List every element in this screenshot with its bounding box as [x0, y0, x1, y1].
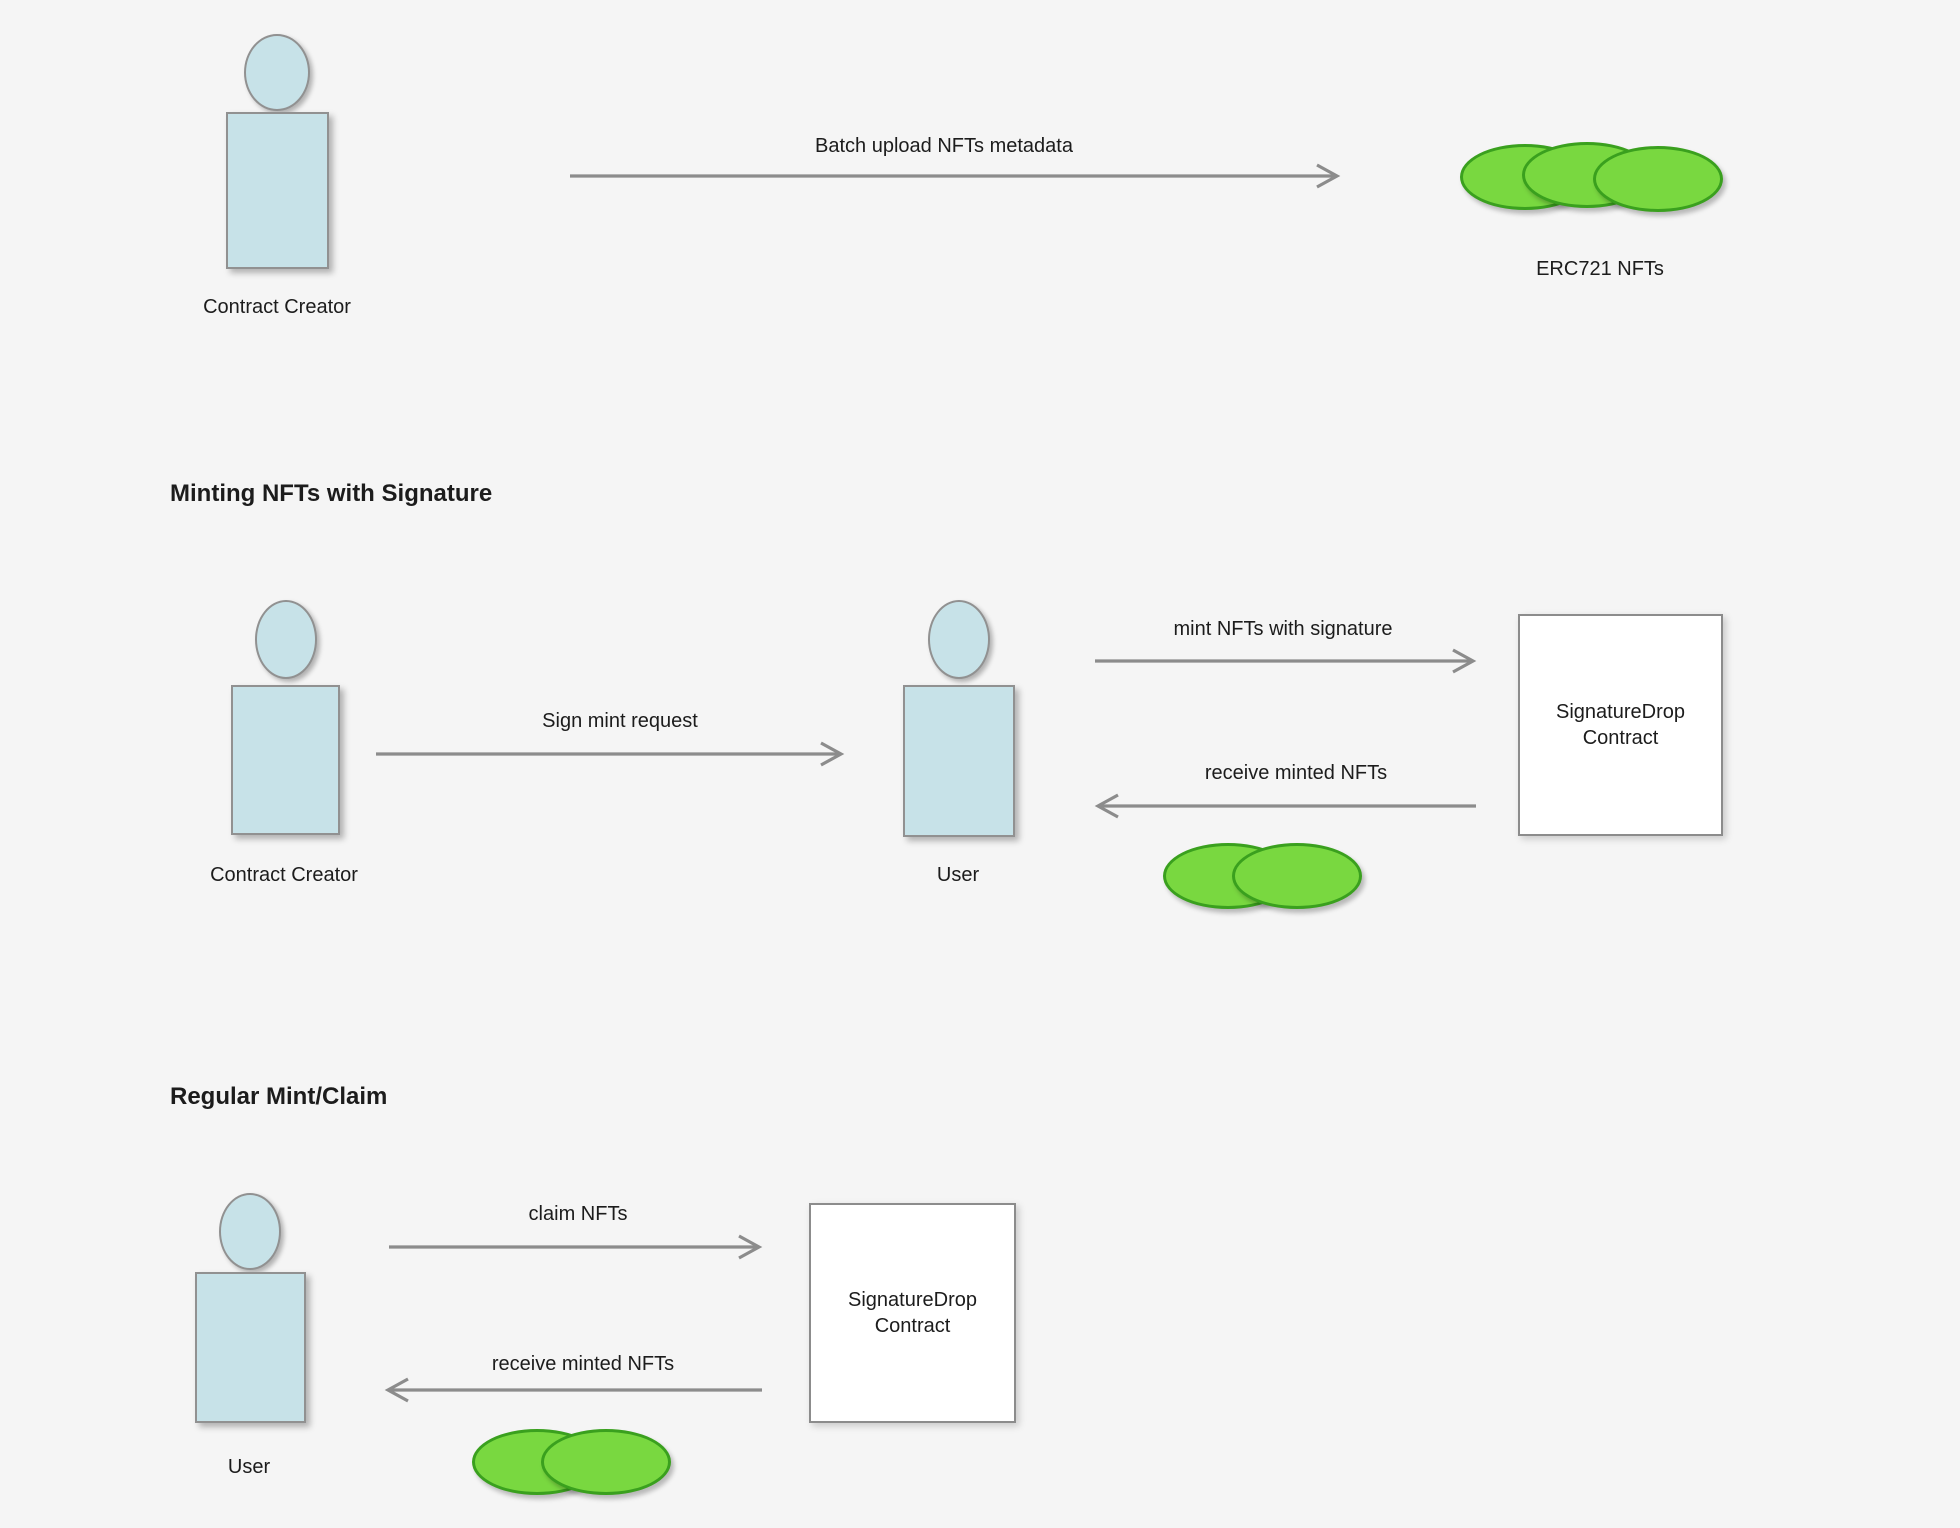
mint-nfts-signature-label: mint NFTs with signature	[1173, 618, 1393, 640]
signaturedrop-contract-box: SignatureDrop Contract	[1518, 614, 1723, 836]
nft-token-icon	[1232, 843, 1362, 909]
receive-minted-nfts-arrow	[1094, 790, 1477, 827]
signaturedrop-contract-label: SignatureDrop Contract	[848, 1289, 977, 1337]
signature-mint-title: Minting NFTs with Signature	[170, 480, 493, 507]
person-body-icon	[226, 112, 329, 269]
receive-minted-nfts-arrow	[384, 1374, 763, 1411]
regular-mint-title: Regular Mint/Claim	[170, 1083, 388, 1110]
batch-upload-arrow	[569, 160, 1341, 197]
nft-token-icon	[1593, 146, 1723, 212]
receive-minted-nfts-label: receive minted NFTs	[491, 1353, 675, 1375]
batch-upload-arrow-label: Batch upload NFTs metadata	[815, 135, 1073, 157]
claim-nfts-label: claim NFTs	[528, 1203, 628, 1225]
nft-token-icon	[541, 1429, 671, 1495]
contract-creator-label: Contract Creator	[203, 296, 351, 318]
contract-creator-label: Contract Creator	[210, 864, 358, 886]
person-head-icon	[928, 600, 990, 679]
mint-nfts-signature-arrow	[1094, 645, 1477, 682]
person-body-icon	[231, 685, 340, 835]
person-body-icon	[903, 685, 1015, 837]
erc721-nfts-label: ERC721 NFTs	[1536, 258, 1664, 280]
signaturedrop-contract-label: SignatureDrop Contract	[1556, 701, 1685, 749]
user-label: User	[227, 1456, 271, 1478]
person-head-icon	[244, 34, 310, 111]
person-head-icon	[219, 1193, 281, 1270]
signaturedrop-contract-box: SignatureDrop Contract	[809, 1203, 1016, 1423]
claim-nfts-arrow	[388, 1231, 763, 1268]
receive-minted-nfts-label: receive minted NFTs	[1204, 762, 1388, 784]
user-label: User	[936, 864, 980, 886]
sign-mint-request-arrow	[375, 738, 845, 775]
person-body-icon	[195, 1272, 306, 1423]
person-head-icon	[255, 600, 317, 679]
sign-mint-request-label: Sign mint request	[542, 710, 698, 732]
